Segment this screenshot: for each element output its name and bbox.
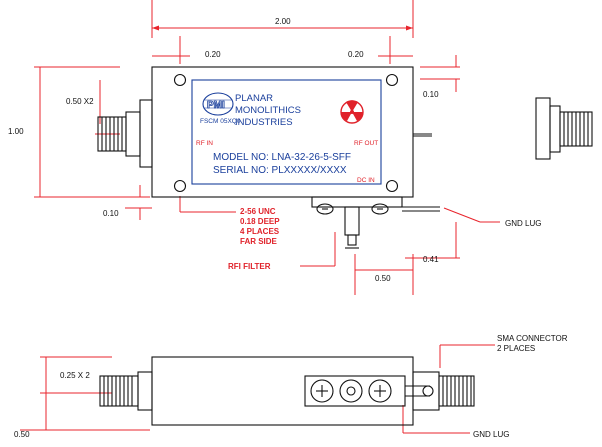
mounting-hole bbox=[385, 179, 399, 193]
note-hole-thread: 2-56 UNC bbox=[240, 207, 276, 216]
model-number: MODEL NO: LNA-32-26-5-SFF bbox=[213, 152, 351, 163]
dim-hole-right: 0.20 bbox=[348, 50, 364, 59]
housing-side-view bbox=[151, 356, 414, 426]
note-rfi-filter: RFI FILTER bbox=[228, 262, 271, 271]
serial-number: SERIAL NO: PLXXXXX/XXXX bbox=[213, 165, 347, 176]
label-plate bbox=[191, 79, 382, 185]
dim-lug-offset: 0.41 bbox=[423, 255, 439, 264]
sma-connector-left bbox=[97, 99, 153, 168]
pmi-logo: PMI bbox=[202, 92, 234, 116]
dim-hole-left: 0.20 bbox=[205, 50, 221, 59]
mounting-hole bbox=[385, 73, 399, 87]
mounting-hole bbox=[173, 73, 187, 87]
dim-filter-offset: 0.50 bbox=[375, 274, 391, 283]
logo-text: PMI bbox=[207, 100, 225, 111]
rfi-filter bbox=[311, 196, 403, 249]
company-name-line3: INDUSTRIES bbox=[235, 117, 293, 128]
note-sma-count: 2 PLACES bbox=[497, 344, 535, 353]
sma-connector-side-right bbox=[412, 371, 475, 411]
rf-out-label: RF OUT bbox=[354, 140, 378, 147]
note-gnd-lug-side: GND LUG bbox=[473, 430, 509, 439]
rf-in-label: RF IN bbox=[196, 140, 213, 147]
dim-hole-bottom: 0.10 bbox=[103, 209, 119, 218]
note-gnd-lug-top: GND LUG bbox=[505, 219, 541, 228]
dim-side-connector: 0.25 X 2 bbox=[60, 371, 90, 380]
company-name-line1: PLANAR bbox=[235, 93, 273, 104]
dim-hole-top: 0.10 bbox=[423, 90, 439, 99]
note-sma-connector: SMA CONNECTOR bbox=[497, 334, 568, 343]
esd-symbol bbox=[340, 100, 364, 124]
side-view bbox=[99, 356, 475, 426]
note-hole-count: 4 PLACES bbox=[240, 227, 280, 236]
dim-body-height: 1.00 bbox=[8, 127, 24, 136]
company-name-line2: MONOLITHICS bbox=[235, 105, 301, 116]
sma-connector-end-view bbox=[535, 97, 593, 160]
fscm-code: FSCM 05XQ0 bbox=[200, 118, 241, 125]
dim-overall-width: 2.00 bbox=[275, 17, 291, 26]
top-view: PMI FSCM 05XQ0 PLANAR MONOLITHICS INDUST… bbox=[97, 66, 440, 249]
note-hole-side: FAR SIDE bbox=[240, 237, 278, 246]
mounting-hole bbox=[173, 179, 187, 193]
dimension-lines-top bbox=[34, 0, 500, 295]
dim-connector-offset: 0.50 X2 bbox=[66, 97, 94, 106]
dc-in-label: DC IN bbox=[357, 177, 375, 184]
note-hole-depth: 0.18 DEEP bbox=[240, 217, 280, 226]
dim-side-bottom: 0.50 bbox=[14, 430, 30, 439]
rfi-filter-side bbox=[304, 375, 406, 407]
sma-connector-side-left bbox=[99, 371, 153, 411]
